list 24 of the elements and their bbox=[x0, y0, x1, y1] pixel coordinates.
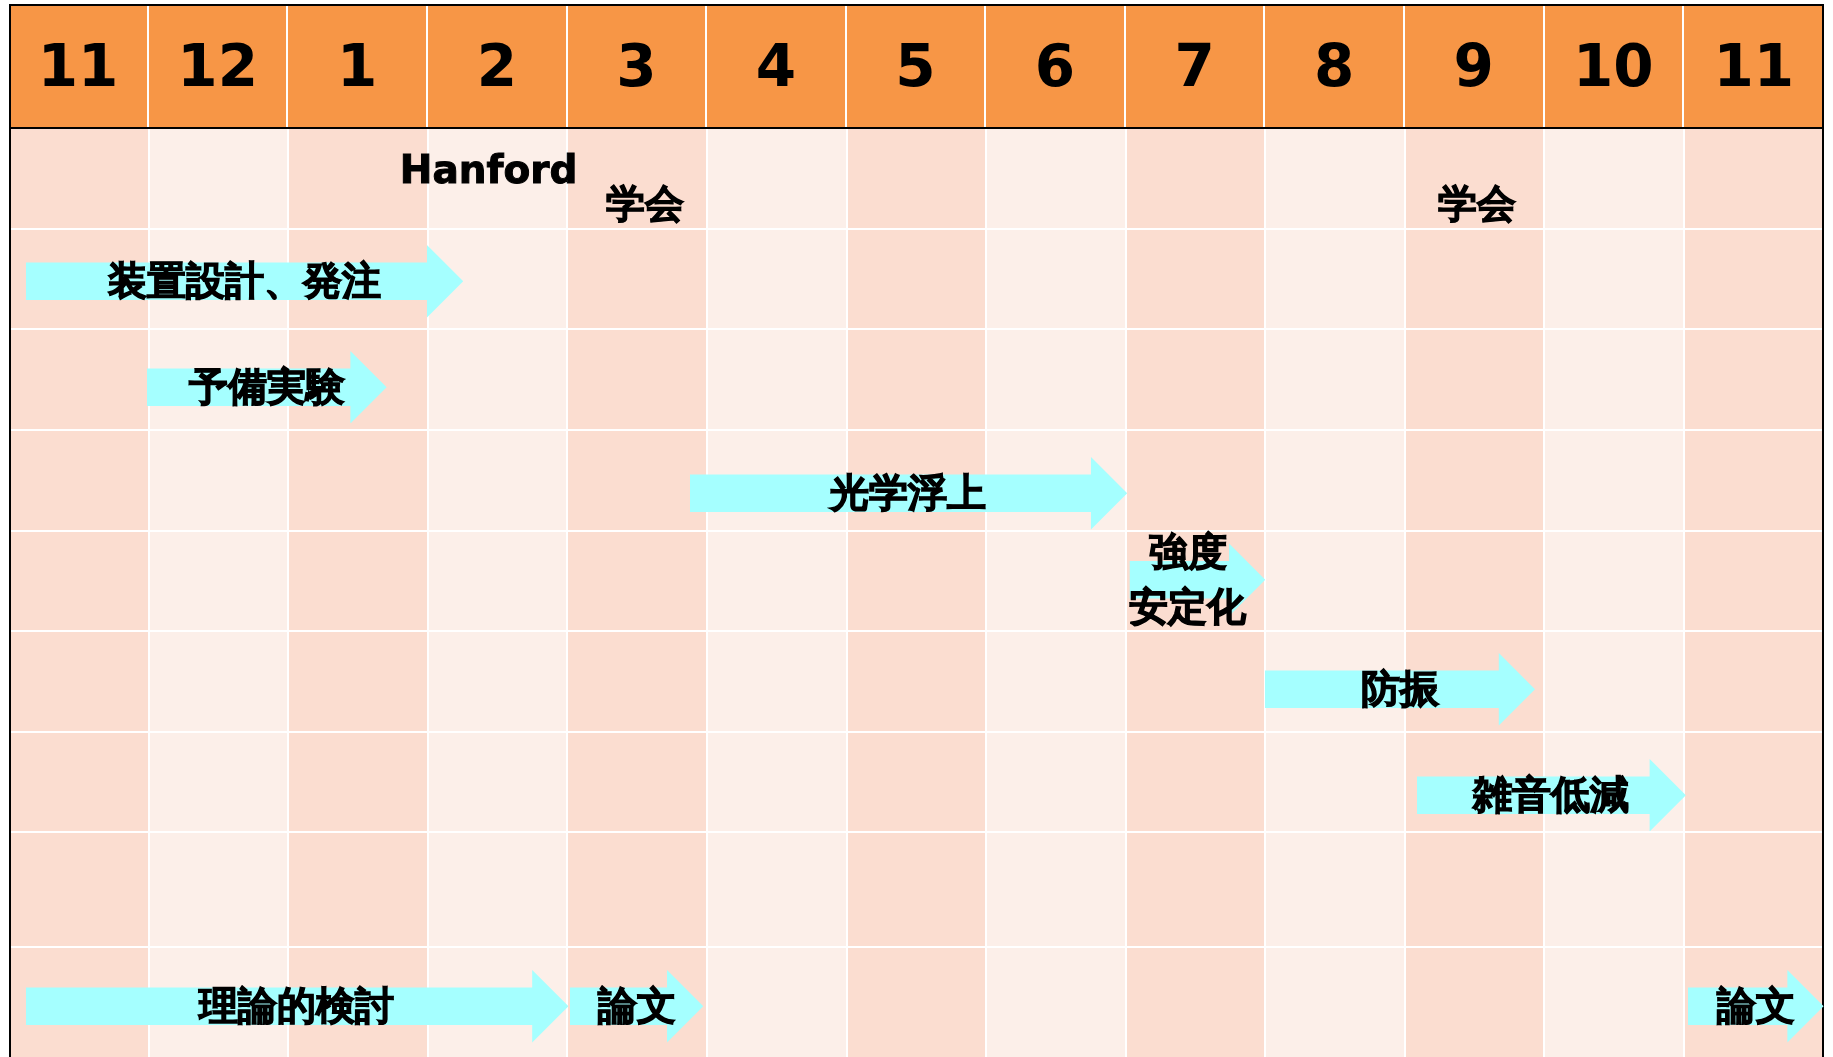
note-label: 学会 bbox=[1437, 179, 1516, 228]
month-header-cell: 6 bbox=[986, 3, 1126, 129]
gantt-task-bar: 装置設計、発注 bbox=[25, 245, 463, 318]
month-header-cell: 8 bbox=[1265, 3, 1405, 129]
gantt-task-bar: 理論的検討 bbox=[25, 970, 569, 1043]
month-header-cell: 3 bbox=[567, 3, 708, 129]
month-header-cell: 12 bbox=[148, 3, 289, 129]
note-label: 学会 bbox=[605, 179, 684, 228]
gantt-task-bar: 雑音低減 bbox=[1416, 758, 1686, 832]
month-header-cell: 11 bbox=[9, 3, 149, 129]
month-header-cell: 10 bbox=[1544, 3, 1685, 129]
month-header-cell: 7 bbox=[1125, 3, 1266, 129]
month-header-cell: 11 bbox=[1684, 3, 1824, 129]
month-header-cell: 5 bbox=[846, 3, 987, 129]
month-header-cell: 2 bbox=[428, 3, 568, 129]
month-header-cell: 1 bbox=[288, 3, 428, 129]
gantt-task-bar: 論文 bbox=[570, 970, 704, 1043]
gantt-task-bar: 防振 bbox=[1264, 653, 1535, 726]
gantt-task-bar: 予備実験 bbox=[147, 350, 387, 424]
gantt-task-bar: 論文 bbox=[1688, 970, 1824, 1043]
month-header-cell: 4 bbox=[707, 3, 847, 129]
gantt-task-bar: 光学浮上 bbox=[689, 457, 1127, 530]
month-header-cell: 9 bbox=[1404, 3, 1545, 129]
note-label: Hanford bbox=[399, 147, 578, 193]
